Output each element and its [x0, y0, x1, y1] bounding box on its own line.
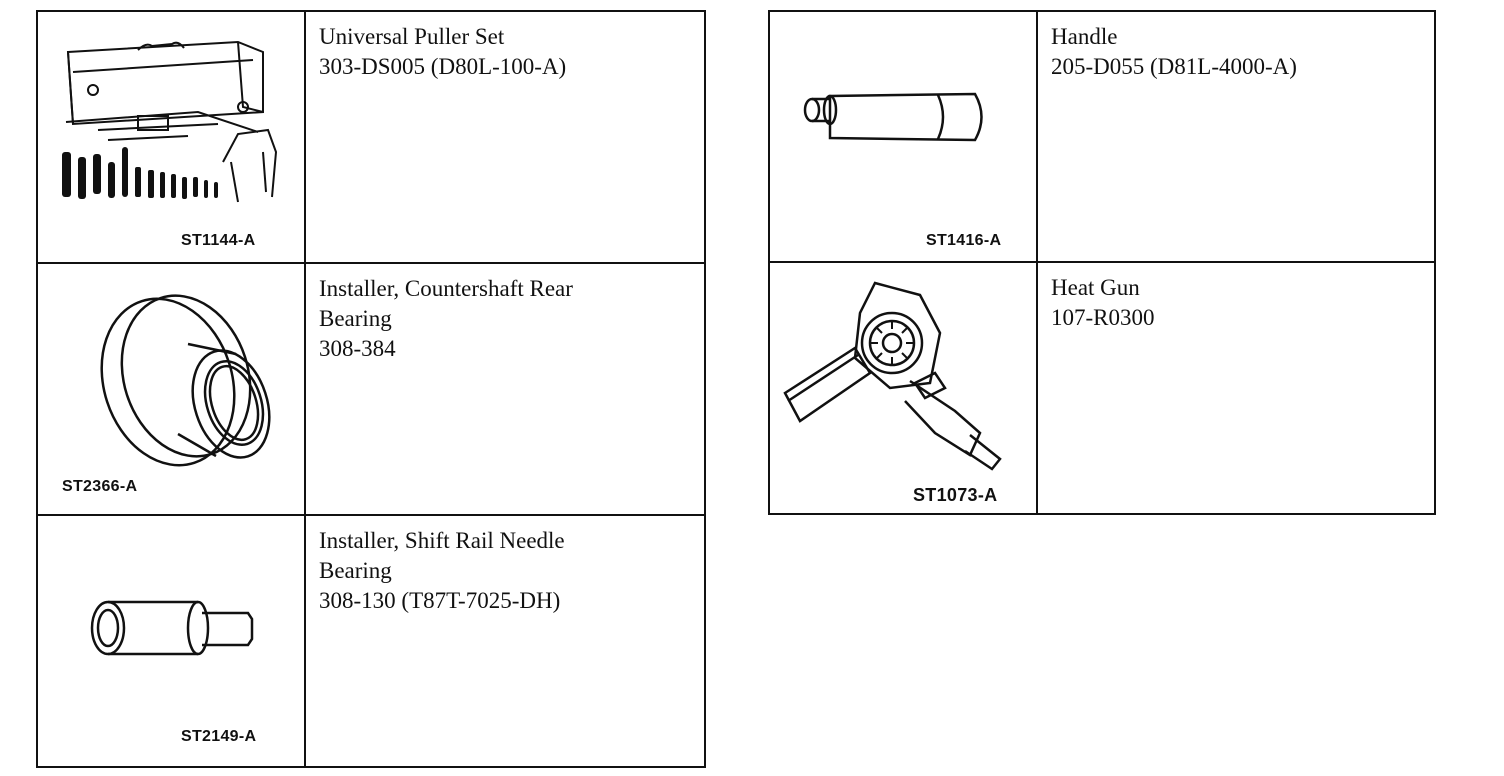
tool-image-cell: ST1416-A — [768, 10, 1038, 263]
puller-set-case-illustration — [62, 40, 278, 203]
tool-name: Heat Gun — [1051, 275, 1140, 300]
figure-code: ST1144-A — [181, 232, 256, 249]
figure-code: ST1416-A — [926, 232, 1002, 249]
table-row: ST1416-A Handle 205-D055 (D81L-4000-A) — [768, 10, 1436, 263]
figure-code: ST1073-A — [913, 485, 998, 505]
tool-image-cell: ST2366-A — [36, 262, 306, 516]
tool-image-cell: ST1073-A — [768, 261, 1038, 515]
tool-part-number: 205-D055 (D81L-4000-A) — [1051, 54, 1297, 79]
table-row: ST2149-A Installer, Shift Rail Needle Be… — [36, 514, 706, 768]
special-tools-table-left: ST1144-A Universal Puller Set 303-DS005 … — [36, 10, 706, 768]
handle-illustration — [803, 92, 983, 142]
tool-description-cell: Heat Gun 107-R0300 — [1036, 261, 1436, 515]
bearing-installer-illustration — [100, 294, 271, 467]
tool-part-number: 303-DS005 (D80L-100-A) — [319, 54, 567, 79]
tool-image-cell: ST2149-A — [36, 514, 306, 768]
tool-part-number: 308-384 — [319, 336, 396, 361]
table-row: ST1144-A Universal Puller Set 303-DS005 … — [36, 10, 706, 264]
tool-name-line-2: Bearing — [319, 306, 392, 331]
table-row: ST1073-A Heat Gun 107-R0300 — [768, 261, 1436, 515]
tool-name-line-1: Installer, Shift Rail Needle — [319, 528, 565, 553]
heat-gun-illustration — [783, 281, 1002, 471]
table-row: ST2366-A Installer, Countershaft Rear Be… — [36, 262, 706, 516]
special-tools-table-right: ST1416-A Handle 205-D055 (D81L-4000-A) — [768, 10, 1436, 515]
tool-image-cell: ST1144-A — [36, 10, 306, 264]
tool-name-line-1: Installer, Countershaft Rear — [319, 276, 573, 301]
tool-part-number: 107-R0300 — [1051, 305, 1155, 330]
tool-name-line-2: Bearing — [319, 558, 392, 583]
tool-description-cell: Universal Puller Set 303-DS005 (D80L-100… — [304, 10, 706, 264]
figure-code: ST2149-A — [181, 728, 257, 745]
needle-bearing-installer-illustration — [90, 600, 254, 656]
tool-name: Handle — [1051, 24, 1118, 49]
tool-part-number: 308-130 (T87T-7025-DH) — [319, 588, 561, 613]
tool-name: Universal Puller Set — [319, 24, 505, 49]
tool-description-cell: Handle 205-D055 (D81L-4000-A) — [1036, 10, 1436, 263]
figure-code: ST2366-A — [62, 478, 138, 495]
tool-description-cell: Installer, Shift Rail Needle Bearing 308… — [304, 514, 706, 768]
tool-description-cell: Installer, Countershaft Rear Bearing 308… — [304, 262, 706, 516]
